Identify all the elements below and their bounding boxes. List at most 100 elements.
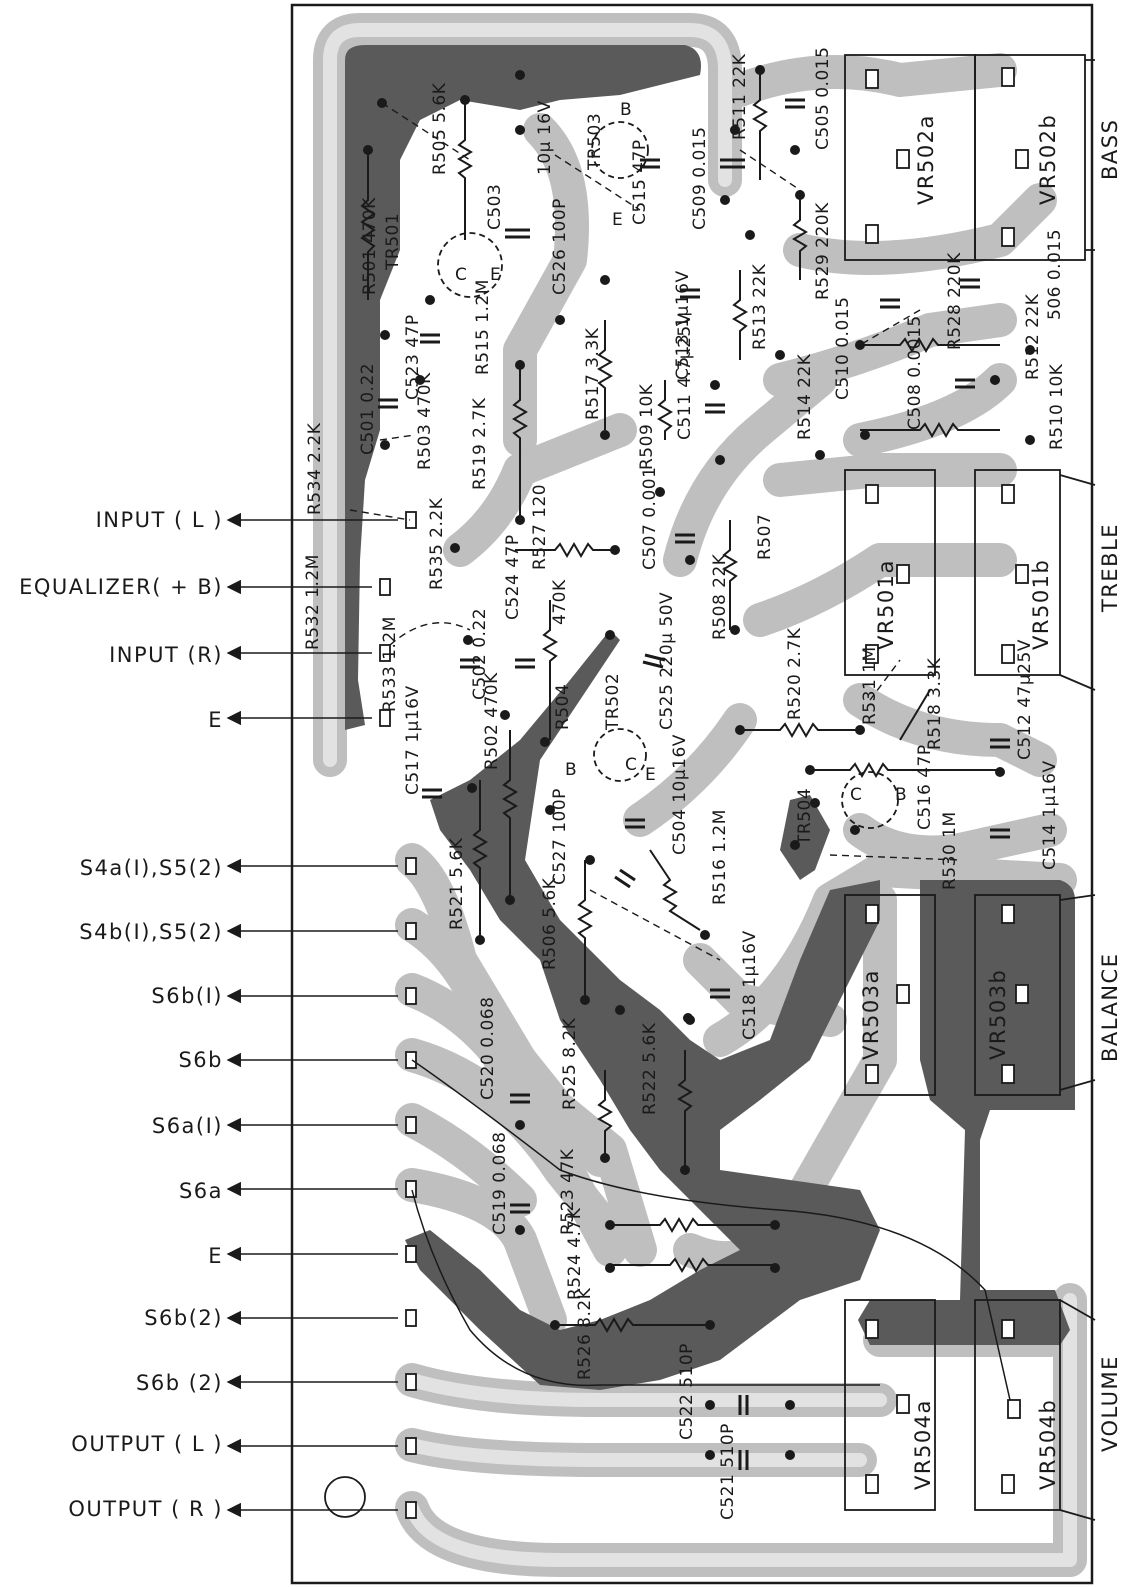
c515-label: C515 47P: [630, 139, 650, 225]
r508-label: R508 22K: [710, 553, 730, 640]
r509-label: R509 10K: [637, 383, 657, 470]
r518-label: R518 3.3K: [925, 657, 945, 750]
label-s6b1: S6b(I): [151, 984, 223, 1008]
label-s6b2-b: S6b (2): [136, 1371, 223, 1395]
tr502-pin-e: E: [645, 765, 656, 785]
label-input-l: INPUT ( L ): [95, 508, 223, 532]
tr501-pin-c: C: [455, 265, 467, 285]
label-output-l: OUTPUT ( L ): [71, 1432, 223, 1456]
pot-labels: VR502a VR502b VR501a VR501b VR503a VR503…: [859, 114, 1060, 1490]
transistors: [437, 121, 899, 829]
dashed-links: [349, 102, 961, 961]
c510-label: C510 0.015: [833, 297, 853, 400]
r523-label: R523 47K: [558, 1148, 578, 1235]
c524-label: C524 47P: [503, 534, 523, 620]
r510-label: R510 10K: [1047, 363, 1067, 450]
r535-label: R535 2.2K: [427, 497, 447, 590]
r503-label: R503 470K: [415, 372, 435, 470]
solder-points: [363, 65, 1035, 1460]
c521-label: C521 510P: [718, 1423, 738, 1520]
r502-label: R502 470K: [482, 672, 502, 770]
vr504b-label: VR504b: [1036, 1399, 1060, 1490]
c527-label: C527 100P: [550, 788, 570, 885]
c506-label: 506 0.015: [1045, 229, 1065, 320]
capacitors: [378, 98, 1010, 1470]
tr504-pin-c: C: [850, 785, 862, 805]
tr503-label: TR503: [585, 113, 605, 171]
c514-label: C514 1μ16V: [1040, 760, 1060, 870]
c511-label: C511 4.7μ25V: [675, 313, 695, 440]
c502-label: C502 0.22: [470, 608, 490, 700]
c526-label: C526 100P: [550, 198, 570, 295]
tr503-pin-b: B: [620, 100, 632, 120]
vr501b-label: VR501b: [1029, 559, 1053, 650]
vr502a-label: VR502a: [914, 114, 938, 205]
r520-label: R520 2.7K: [785, 627, 805, 720]
r533-label: R533 1.2M: [380, 616, 400, 712]
c503-label: C503: [485, 184, 505, 230]
tr504-label: TR504: [795, 788, 815, 846]
r506-label: R506 5.6K: [540, 877, 560, 970]
c504-label: C504 10μ16V: [670, 734, 690, 855]
c508-label: C508 0.0015: [905, 315, 925, 430]
r517-label: R517 3.3K: [583, 327, 603, 420]
label-e-bottom: E: [208, 1244, 223, 1268]
tr502-pin-b: B: [565, 760, 577, 780]
leader-arrows: [226, 512, 398, 1518]
c507-label: C507 0.001: [640, 467, 660, 570]
r515-label: R515 1.2M: [473, 279, 493, 375]
r514-label: R514 22K: [795, 353, 815, 440]
tr502-label: TR502: [603, 673, 623, 731]
resistors: [360, 70, 1000, 1333]
jumper-wires: [411, 1059, 1011, 1401]
r525-label: R525 8.2K: [560, 1017, 580, 1110]
c520-label: C520 0.068: [478, 997, 498, 1100]
tr501-pin-e: E: [490, 265, 501, 285]
r531-label: R531 1M: [860, 646, 880, 725]
c501-label: C501 0.22: [358, 363, 378, 455]
r505-label: R505 5.6K: [430, 82, 450, 175]
label-s4a: S4a(I),S5(2): [79, 856, 223, 880]
c523-label: C523 47P: [403, 314, 423, 400]
c516-label: C516 47P: [915, 744, 935, 830]
tr502-pin-c: C: [625, 755, 637, 775]
tr501-label: TR501: [383, 213, 403, 271]
r527-label: R527 120: [530, 484, 550, 570]
label-equalizer: EQUALIZER( + B): [19, 575, 223, 599]
mounting-hole: [324, 1476, 366, 1518]
r512-label: R512 22K: [1023, 293, 1043, 380]
r519-label: R519 2.7K: [470, 397, 490, 490]
label-input-r: INPUT (R): [109, 643, 223, 667]
label-s6a1: S6a(I): [151, 1114, 223, 1138]
c505-label: C505 0.015: [813, 47, 833, 150]
label-s6a: S6a: [178, 1179, 223, 1203]
vr504a-label: VR504a: [911, 1399, 935, 1490]
r511-label: R511 22K: [730, 53, 750, 140]
r522-label: R522 5.6K: [640, 1022, 660, 1115]
c522-label: C522 510P: [677, 1343, 697, 1440]
r501-label: R501 470K: [360, 197, 380, 295]
tr504-pin-b: B: [895, 785, 907, 805]
c513-label: C513 1μ16V: [673, 270, 693, 380]
r516-label: R516 1.2M: [710, 809, 730, 905]
potentiometer-frames: [844, 54, 1096, 1521]
label-s6b2-a: S6b(2): [144, 1306, 223, 1330]
r529-label: R529 220K: [813, 202, 833, 300]
vr501a-label: VR501a: [874, 559, 898, 650]
vr502b-label: VR502b: [1036, 114, 1060, 205]
r504-value: 470K: [550, 579, 570, 625]
c509-label: C509 0.015: [690, 127, 710, 230]
component-labels: R501 470K TR501 R505 5.6K C503 10μ 16V C…: [303, 47, 1067, 1520]
label-s6b: S6b: [178, 1048, 223, 1072]
label-output-r: OUTPUT ( R ): [68, 1497, 223, 1521]
r534-label: R534 2.2K: [305, 422, 325, 515]
r507-label: R507: [755, 514, 775, 560]
r513-label: R513 22K: [750, 263, 770, 350]
connector-pads: [379, 511, 417, 1519]
c512-label: C512 47μ25V: [1015, 639, 1035, 760]
tr503-pin-e: E: [612, 210, 623, 230]
vr503a-label: VR503a: [859, 969, 883, 1060]
c525-label: C525 220μ 50V: [657, 592, 677, 730]
c518-label: C518 1μ16V: [740, 930, 760, 1040]
